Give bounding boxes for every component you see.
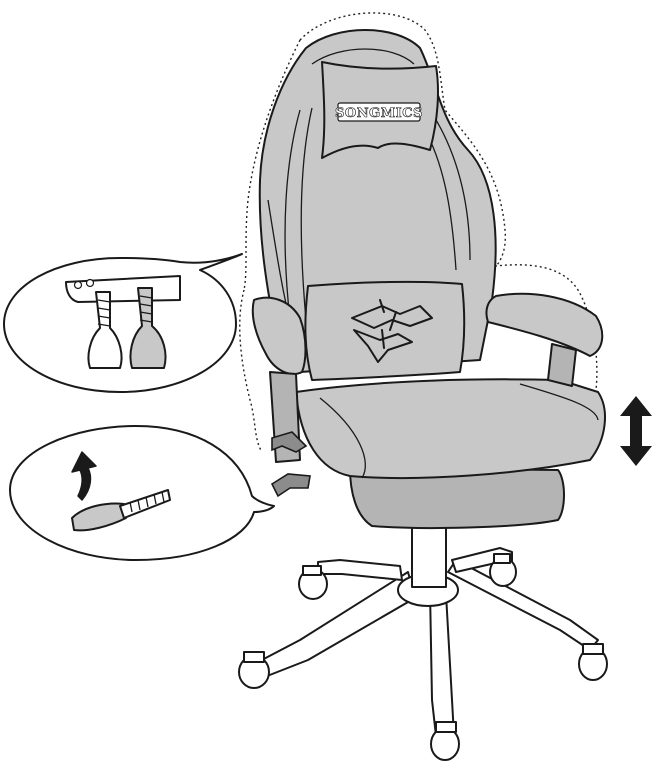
lumbar-pillow: [305, 282, 464, 380]
seat-cushion: [296, 379, 605, 478]
right-armrest: [486, 294, 602, 386]
lever-detail-callout: [4, 254, 242, 392]
chair-base: [258, 525, 598, 736]
brand-logo-text: SONGMICS: [335, 106, 423, 121]
lift-lever-callout: [10, 426, 274, 560]
height-adjust-arrow-icon: [620, 396, 652, 466]
headrest-pillow: SONGMICS: [322, 62, 438, 158]
seat-levers: [272, 432, 310, 496]
